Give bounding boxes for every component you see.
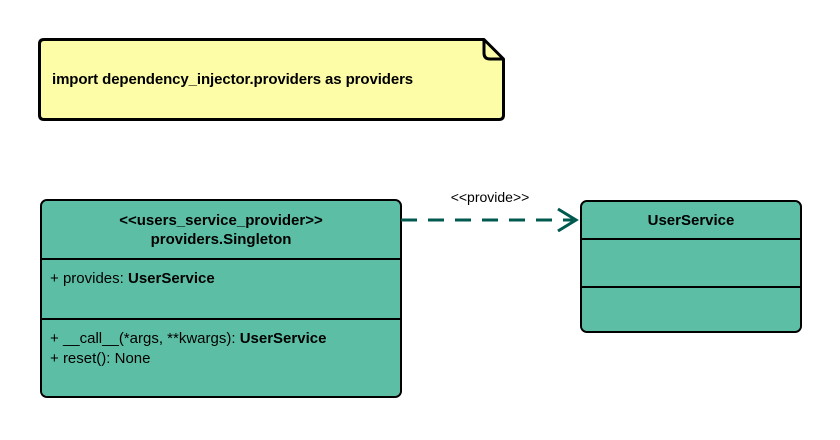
- class-operations-compartment: + __call__(*args, **kwargs): UserService…: [42, 318, 400, 396]
- operation-visibility: +: [50, 330, 59, 347]
- class-header-userservice: UserService: [582, 202, 800, 238]
- class-stereotype: <<users_service_provider>>: [119, 211, 323, 229]
- class-box-providers-singleton[interactable]: <<users_service_provider>> providers.Sin…: [40, 199, 402, 398]
- class-operations-compartment-empty: [582, 286, 800, 331]
- note-shape: [38, 38, 505, 121]
- operation-label: reset(): None: [62, 350, 151, 367]
- dependency-arrow-icon: [401, 207, 579, 232]
- attribute-label: provides:: [62, 270, 128, 287]
- attribute-type: UserService: [127, 270, 215, 287]
- class-box-userservice[interactable]: UserService: [580, 200, 802, 333]
- class-header-providers-singleton: <<users_service_provider>> providers.Sin…: [42, 201, 400, 258]
- operation-type: UserService: [239, 330, 327, 347]
- operation-label: __call__(*args, **kwargs):: [62, 330, 240, 347]
- attribute-row: + provides: UserService: [50, 269, 400, 289]
- class-name: UserService: [647, 211, 735, 229]
- class-attributes-compartment: + provides: UserService: [42, 258, 400, 318]
- attribute-visibility: +: [50, 270, 59, 287]
- operation-visibility: +: [50, 350, 59, 367]
- operation-row: + reset(): None: [50, 349, 400, 369]
- dependency-label: <<provide>>: [450, 189, 530, 205]
- class-attributes-compartment-empty: [582, 238, 800, 286]
- class-name: providers.Singleton: [150, 230, 292, 248]
- operation-row: + __call__(*args, **kwargs): UserService: [50, 329, 400, 349]
- note-import[interactable]: import dependency_injector.providers as …: [38, 38, 505, 121]
- dependency-connector[interactable]: [398, 182, 588, 232]
- note-text: import dependency_injector.providers as …: [52, 71, 414, 88]
